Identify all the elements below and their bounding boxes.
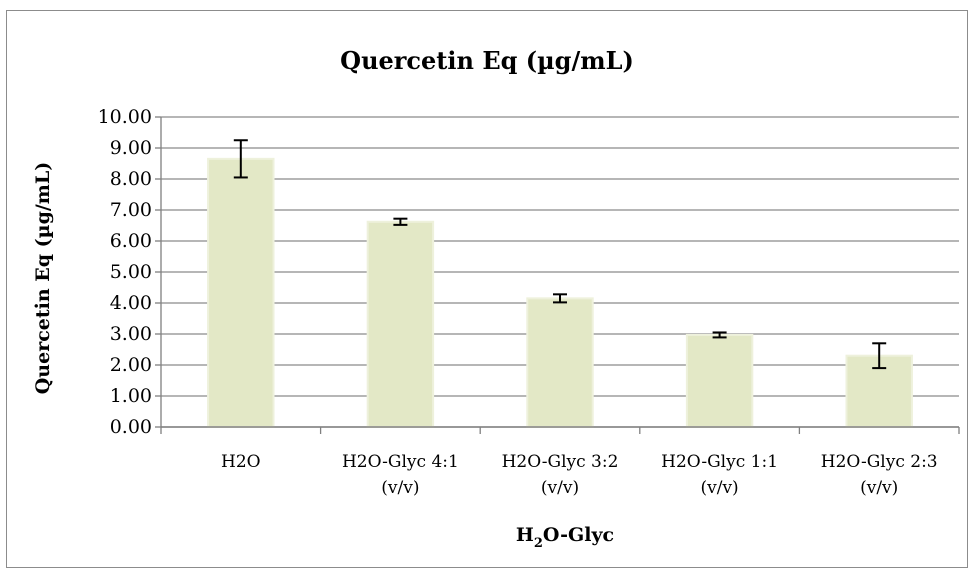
y-tick-labels: 0.00 1.00 2.00 3.00 4.00 5.00 6.00 7.00 8.00 9.00…	[98, 106, 152, 438]
x-tick-label: H2O-Glyc 1:1 (v/v)	[661, 452, 778, 498]
x-tick-label: H2O-Glyc 3:2 (v/v)	[502, 452, 619, 498]
x-tick-label-line: (v/v)	[381, 478, 419, 498]
x-tick-label: H2O-Glyc 2:3 (v/v)	[821, 452, 938, 498]
y-tick-label: 6.00	[110, 230, 152, 252]
chart-title: Quercetin Eq (µg/mL)	[340, 46, 634, 75]
chart-frame: Quercetin Eq (µg/mL) 0.00 1.00 2.00 3.00 4.0…	[6, 10, 968, 568]
x-axis-title-subscript: 2	[534, 536, 543, 551]
x-tick-label-line: H2O-Glyc 3:2	[502, 452, 619, 472]
x-axis-title: H2O-Glyc	[516, 524, 614, 551]
y-tick-label: 9.00	[110, 137, 152, 159]
bar	[526, 297, 594, 428]
x-tick-label-line: (v/v)	[860, 478, 898, 498]
x-axis-title-main: H	[516, 524, 534, 546]
bar-chart: Quercetin Eq (µg/mL) 0.00 1.00 2.00 3.00 4.0…	[32, 46, 960, 551]
x-tick-label-line: H2O-Glyc 4:1	[342, 452, 459, 472]
x-tick-label-line: H2O-Glyc 1:1	[661, 452, 778, 472]
x-tick-label: H2O-Glyc 4:1 (v/v)	[342, 452, 459, 498]
x-tick-label-line: H2O-Glyc 2:3	[821, 452, 938, 472]
bar	[207, 157, 275, 428]
y-tick-label: 5.00	[110, 261, 152, 283]
y-tick-label: 1.00	[110, 385, 152, 407]
y-tick-label: 7.00	[110, 199, 152, 221]
x-axis-title-rest: O-Glyc	[543, 524, 614, 546]
x-tick-label-line: (v/v)	[541, 478, 579, 498]
axes	[155, 116, 960, 434]
x-tick-label-line: (v/v)	[700, 478, 738, 498]
error-bars	[233, 139, 887, 370]
y-tick-label: 0.00	[110, 416, 152, 438]
x-tick-label-line: H2O	[221, 452, 261, 472]
y-tick-label: 10.00	[98, 106, 152, 128]
y-tick-label: 4.00	[110, 292, 152, 314]
y-tick-label: 8.00	[110, 168, 152, 190]
x-tick-label: H2O	[221, 452, 261, 472]
y-axis-title: Quercetin Eq (µg/mL)	[32, 162, 54, 395]
bar	[685, 333, 754, 428]
bars	[207, 157, 913, 429]
y-tick-label: 2.00	[110, 354, 152, 376]
bar	[366, 220, 435, 428]
y-tick-label: 3.00	[110, 323, 152, 345]
